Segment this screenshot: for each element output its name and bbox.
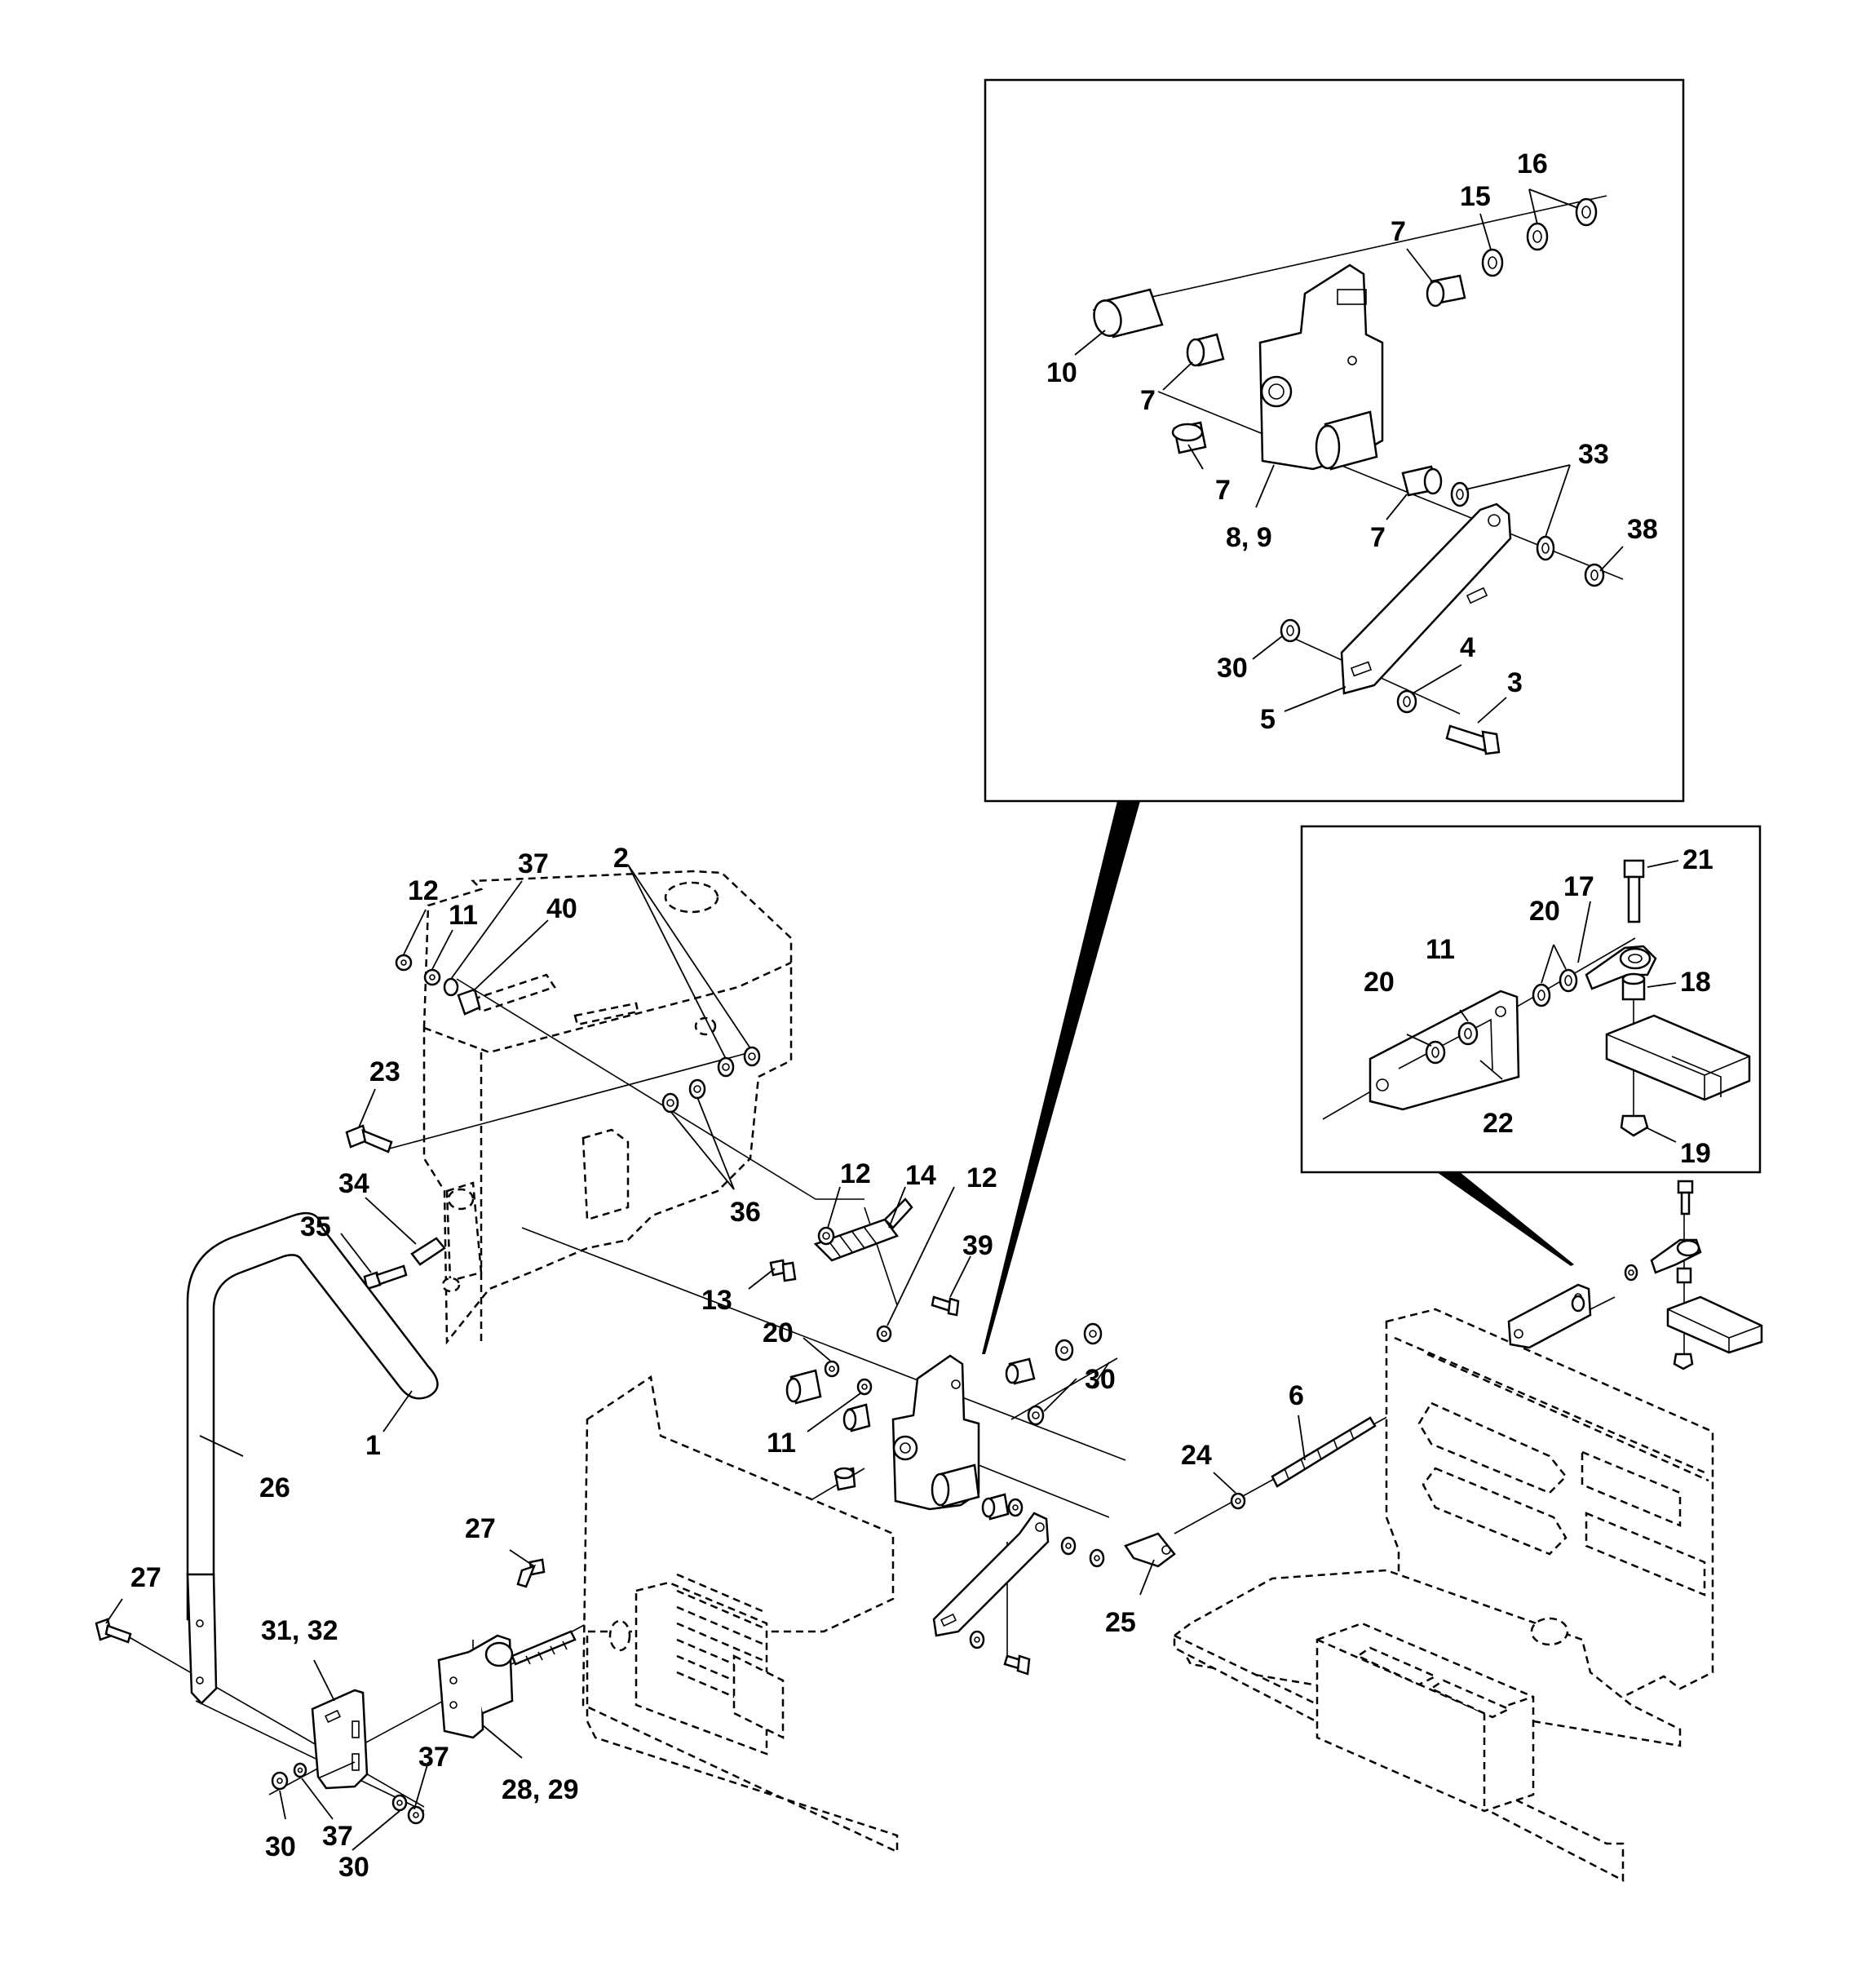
small-hardware-upper <box>345 954 761 1291</box>
callout-12: 12 <box>840 1158 871 1189</box>
base-plate-outline <box>581 1375 899 1853</box>
callout-30: 30 <box>265 1831 296 1862</box>
handle-brackets <box>271 1630 577 1825</box>
callout-11: 11 <box>449 900 478 931</box>
rod-end-group-assembly <box>1507 1180 1763 1370</box>
callout-26: 26 <box>259 1472 290 1503</box>
callout-18: 18 <box>1680 967 1711 998</box>
callout-40: 40 <box>546 893 577 924</box>
callout-30: 30 <box>338 1852 369 1883</box>
bushing-7-shapes <box>1171 274 1466 497</box>
callout-27: 27 <box>130 1562 161 1593</box>
callout-31-32: 31, 32 <box>261 1615 338 1646</box>
callout-20: 20 <box>763 1317 794 1348</box>
main-assembly <box>95 864 1763 1883</box>
callout-28-29: 28, 29 <box>502 1774 579 1805</box>
rod-and-ballend <box>1124 1416 1377 1568</box>
callout-21: 21 <box>1682 844 1713 875</box>
pivot-bracket-assembly <box>891 1322 1105 1676</box>
callout-11: 11 <box>1426 934 1455 965</box>
callout-7: 7 <box>1140 385 1156 416</box>
callout-24: 24 <box>1181 1440 1212 1471</box>
assembly-leaders <box>105 864 1306 1851</box>
callout-35: 35 <box>300 1211 331 1242</box>
callout-4: 4 <box>1460 632 1475 663</box>
callout-7: 7 <box>1215 475 1231 506</box>
callout-labels: 16 15 7 10 7 7 8, 9 7 33 38 30 4 3 5 21 … <box>130 148 1713 1883</box>
callout-11: 11 <box>767 1428 796 1459</box>
detail-inset-rod-end <box>1300 825 1762 1266</box>
callout-15: 15 <box>1460 181 1491 212</box>
callout-5: 5 <box>1260 704 1276 735</box>
callout-37: 37 <box>518 848 549 879</box>
callout-12: 12 <box>408 875 439 906</box>
callout-14: 14 <box>905 1160 936 1191</box>
callout-20: 20 <box>1529 896 1560 927</box>
callout-23: 23 <box>369 1056 400 1087</box>
spring-and-bolts <box>769 1198 960 1491</box>
callout-17: 17 <box>1563 871 1594 902</box>
callout-6: 6 <box>1289 1380 1304 1411</box>
callout-30: 30 <box>1085 1364 1116 1395</box>
chassis-outline <box>1173 1308 1714 1883</box>
callout-13: 13 <box>701 1285 732 1316</box>
callout-20: 20 <box>1364 967 1395 998</box>
callout-30: 30 <box>1217 653 1248 684</box>
handle-assembly <box>95 1211 546 1705</box>
callout-7: 7 <box>1370 522 1386 553</box>
bushing-10-shape <box>1093 288 1164 339</box>
housing-outline <box>422 870 793 1345</box>
callout-34: 34 <box>338 1168 369 1199</box>
callout-7: 7 <box>1391 216 1406 247</box>
callout-12: 12 <box>966 1162 997 1193</box>
callout-3: 3 <box>1507 667 1523 698</box>
callout-38: 38 <box>1627 514 1658 545</box>
callout-10: 10 <box>1046 357 1077 388</box>
bolt-3-shape <box>1445 724 1501 755</box>
detail-inset-pivot-bracket <box>982 78 1685 1354</box>
callout-16: 16 <box>1517 148 1548 179</box>
callout-8-9: 8, 9 <box>1226 522 1272 553</box>
callout-25: 25 <box>1105 1607 1136 1638</box>
callout-36: 36 <box>730 1197 761 1228</box>
pivot-bracket-8-9-shape <box>1258 263 1384 471</box>
callout-37: 37 <box>322 1821 353 1852</box>
callout-2: 2 <box>613 843 629 874</box>
inset1-leaders <box>1074 188 1624 724</box>
callout-1: 1 <box>365 1430 381 1461</box>
callout-22: 22 <box>1483 1108 1514 1139</box>
callout-37: 37 <box>418 1742 449 1773</box>
callout-27: 27 <box>465 1513 496 1544</box>
callout-33: 33 <box>1578 439 1609 470</box>
callout-39: 39 <box>962 1230 993 1261</box>
callout-19: 19 <box>1680 1138 1711 1169</box>
bracket-5-shape <box>1340 503 1512 695</box>
